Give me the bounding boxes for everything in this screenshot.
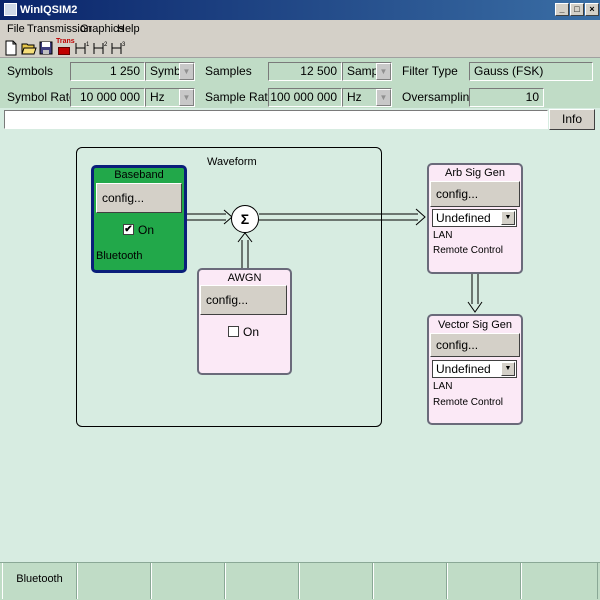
bottom-tab-bar: [0, 562, 600, 600]
tab-empty-4[interactable]: [225, 563, 299, 599]
menu-bar: [0, 20, 600, 38]
tab-empty-2[interactable]: [77, 563, 151, 599]
vector-sig-gen-dropdown-arrow-icon[interactable]: ▼: [501, 362, 515, 376]
svg-text:2: 2: [104, 42, 108, 48]
maximize-button[interactable]: □: [570, 3, 584, 16]
arb-sig-gen-instrument-value: Undefined: [436, 211, 491, 225]
baseband-on-label: On: [138, 223, 155, 237]
marker1-icon[interactable]: 1: [75, 40, 91, 56]
symbols-unit[interactable]: Symb: [145, 62, 195, 81]
menu-transmission[interactable]: Transmission: [27, 23, 92, 35]
vector-sig-gen-connection: LAN: [433, 381, 453, 392]
symbol-rate-unit-text: Hz: [150, 90, 165, 104]
baseband-config-button[interactable]: config...: [96, 183, 182, 213]
vector-sig-gen-instrument-select[interactable]: Undefined: [432, 360, 517, 378]
menu-graphics[interactable]: Graphics: [80, 23, 125, 35]
samples-field[interactable]: 12 500: [268, 62, 342, 81]
app-icon: [4, 3, 17, 16]
minimize-button[interactable]: _: [555, 3, 569, 16]
sample-rate-unit-text: Hz: [347, 90, 362, 104]
sample-rate-unit-dropdown-icon[interactable]: ▼: [376, 89, 391, 106]
sample-rate-label: Sample Rate: [205, 90, 275, 104]
trans-icon-label: Trans: [56, 38, 75, 45]
arb-sig-gen-dropdown-arrow-icon[interactable]: ▼: [501, 211, 515, 225]
awgn-title: AWGN: [227, 272, 262, 284]
awgn-on-label: On: [243, 325, 260, 339]
trans-icon-block: [58, 47, 70, 55]
samples-unit-text: Samp: [347, 64, 379, 78]
new-file-icon[interactable]: [4, 40, 18, 56]
awgn-on-checkbox[interactable]: [228, 326, 239, 337]
symbols-label: Symbols: [7, 64, 54, 78]
oversampling-label: Oversampling: [402, 90, 477, 104]
arb-sig-gen-instrument-select[interactable]: Undefined: [432, 209, 517, 227]
symbol-rate-label: Symbol Rate: [7, 90, 76, 104]
baseband-block[interactable]: [91, 165, 187, 273]
arb-sig-gen-remote-control: Remote Control: [433, 245, 504, 256]
waveform-title: Waveform: [207, 156, 257, 168]
svg-text:1: 1: [86, 42, 90, 48]
title-bar: [0, 0, 600, 20]
tab-empty-7[interactable]: [447, 563, 521, 599]
filter-type-label: Filter Type: [402, 64, 458, 78]
toolbar: [0, 38, 600, 58]
baseband-on-checkbox[interactable]: ✔: [123, 224, 134, 235]
symbols-field[interactable]: 1 250: [70, 62, 145, 81]
open-folder-icon[interactable]: [21, 41, 37, 55]
oversampling-field[interactable]: 10: [469, 88, 544, 107]
marker2-icon[interactable]: 2: [93, 40, 109, 56]
symbol-rate-field[interactable]: 10 000 000: [70, 88, 145, 107]
baseband-title: Baseband: [114, 169, 164, 181]
menu-file[interactable]: File: [7, 23, 25, 35]
awgn-config-button[interactable]: config...: [200, 285, 287, 315]
tab-empty-6[interactable]: [373, 563, 447, 599]
save-icon[interactable]: [39, 41, 53, 55]
window-title: WinIQSIM2: [20, 4, 78, 16]
filter-type-field[interactable]: Gauss (FSK): [469, 62, 593, 81]
symbols-unit-text: Symb: [150, 64, 181, 78]
arb-sig-gen-title: Arb Sig Gen: [445, 167, 505, 179]
tab-empty-8[interactable]: [521, 563, 598, 599]
marker3-icon[interactable]: 3: [111, 40, 127, 56]
svg-text:3: 3: [122, 42, 126, 48]
tab-bluetooth[interactable]: Bluetooth: [2, 563, 77, 599]
menu-help[interactable]: Help: [117, 23, 140, 35]
waveform-group: [76, 147, 382, 427]
samples-label: Samples: [205, 64, 252, 78]
arb-sig-gen-config-button[interactable]: config...: [430, 181, 520, 207]
vector-sig-gen-config-button[interactable]: config...: [430, 333, 520, 357]
vector-sig-gen-remote-control: Remote Control: [433, 397, 504, 408]
samples-unit-dropdown-icon[interactable]: ▼: [376, 63, 391, 80]
arb-sig-gen-connection: LAN: [433, 230, 453, 241]
vector-sig-gen-instrument-value: Undefined: [436, 362, 491, 376]
baseband-standard-label: Bluetooth: [96, 250, 143, 262]
vector-sig-gen-title: Vector Sig Gen: [438, 319, 512, 331]
summation-node: Σ: [231, 205, 259, 233]
tab-empty-3[interactable]: [151, 563, 225, 599]
info-button[interactable]: Info: [549, 109, 595, 130]
sample-rate-field[interactable]: 100 000 000: [268, 88, 342, 107]
info-text-field[interactable]: [4, 110, 548, 129]
close-button[interactable]: ×: [585, 3, 599, 16]
trans-icon[interactable]: Trans: [56, 38, 75, 56]
symbols-unit-dropdown-icon[interactable]: ▼: [179, 63, 194, 80]
tab-empty-5[interactable]: [299, 563, 373, 599]
symbol-rate-unit-dropdown-icon[interactable]: ▼: [179, 89, 194, 106]
